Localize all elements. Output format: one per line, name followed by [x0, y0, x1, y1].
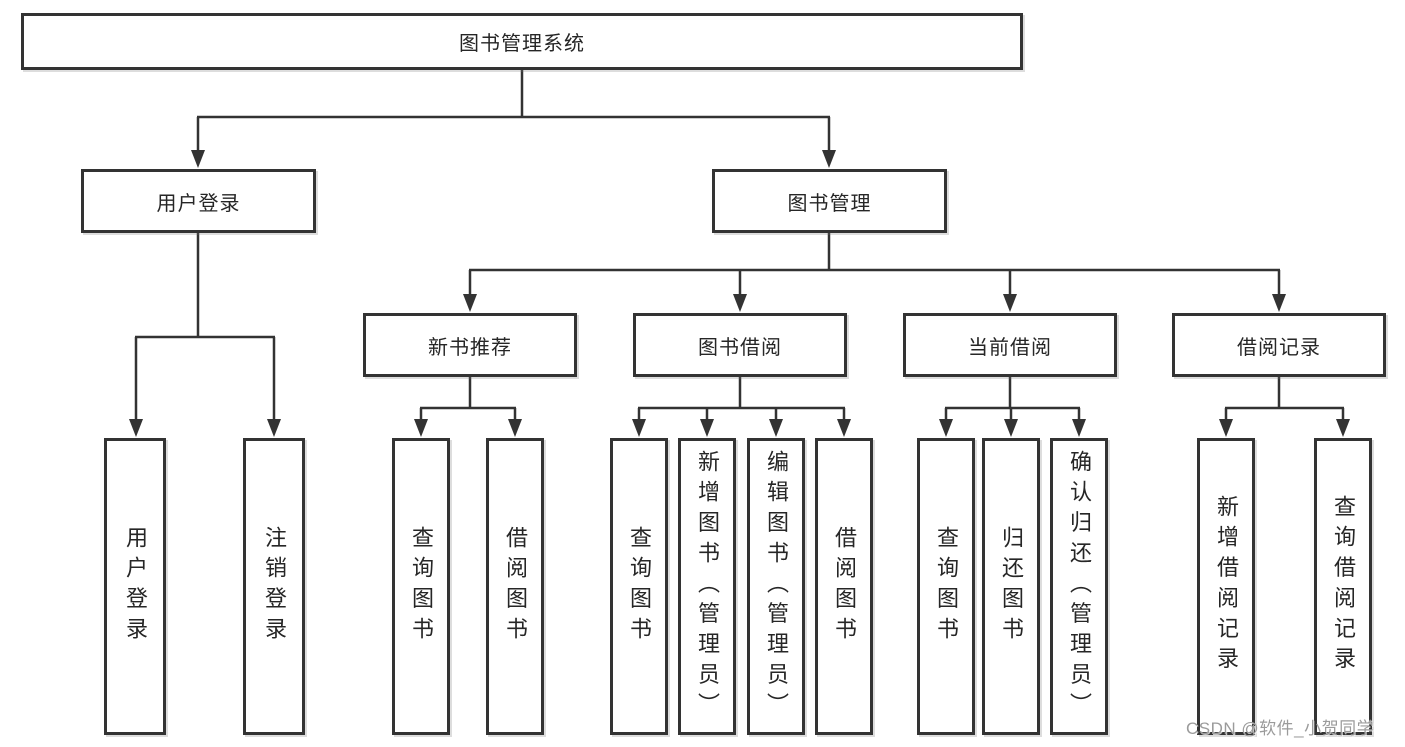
leaf-borrow-books-recommend: 借阅图书 — [486, 438, 544, 735]
leaf-edit-books-admin-label: 编辑图书（管理员） — [764, 449, 789, 724]
node-book-borrow-label: 图书借阅 — [698, 336, 782, 359]
leaf-query-books-recommend: 查询图书 — [392, 438, 450, 735]
node-current-borrow-label: 当前借阅 — [968, 336, 1052, 359]
node-book-management: 图书管理 — [712, 169, 947, 233]
leaf-logout: 注销登录 — [243, 438, 305, 735]
leaf-borrow-books-label: 借阅图书 — [832, 525, 857, 648]
leaf-query-books-borrow: 查询图书 — [610, 438, 668, 735]
node-book-borrow: 图书借阅 — [633, 313, 847, 377]
leaf-add-books-admin: 新增图书（管理员） — [678, 438, 736, 735]
node-user-login: 用户登录 — [81, 169, 316, 233]
leaf-add-borrow-record-label: 新增借阅记录 — [1214, 495, 1239, 678]
leaf-add-books-admin-label: 新增图书（管理员） — [695, 449, 720, 724]
node-new-book-recommend-label: 新书推荐 — [428, 336, 512, 359]
leaf-return-books-label: 归还图书 — [999, 525, 1024, 648]
leaf-add-borrow-record: 新增借阅记录 — [1197, 438, 1255, 735]
leaf-confirm-return-admin: 确认归还（管理员） — [1050, 438, 1108, 735]
node-new-book-recommend: 新书推荐 — [363, 313, 577, 377]
leaf-user-login: 用户登录 — [104, 438, 166, 735]
leaf-query-books-recommend-label: 查询图书 — [409, 525, 434, 648]
node-borrow-records-label: 借阅记录 — [1237, 336, 1321, 359]
leaf-borrow-books: 借阅图书 — [815, 438, 873, 735]
node-current-borrow: 当前借阅 — [903, 313, 1117, 377]
leaf-confirm-return-admin-label: 确认归还（管理员） — [1067, 449, 1092, 724]
node-book-management-label: 图书管理 — [787, 192, 872, 215]
leaf-edit-books-admin: 编辑图书（管理员） — [747, 438, 805, 735]
node-borrow-records: 借阅记录 — [1172, 313, 1386, 377]
leaf-user-login-label: 用户登录 — [123, 525, 148, 648]
leaf-query-borrow-record: 查询借阅记录 — [1314, 438, 1372, 735]
node-root-label: 图书管理系统 — [459, 33, 585, 55]
leaf-return-books: 归还图书 — [982, 438, 1040, 735]
leaf-query-books-current-label: 查询图书 — [934, 525, 959, 648]
leaf-query-borrow-record-label: 查询借阅记录 — [1331, 495, 1356, 678]
leaf-borrow-books-recommend-label: 借阅图书 — [503, 525, 528, 648]
leaf-query-books-current: 查询图书 — [917, 438, 975, 735]
node-root: 图书管理系统 — [21, 13, 1023, 70]
leaf-query-books-borrow-label: 查询图书 — [627, 525, 652, 648]
node-user-login-label: 用户登录 — [156, 192, 241, 215]
csdn-watermark: CSDN @软件_小贺同学 — [1186, 719, 1375, 738]
leaf-logout-label: 注销登录 — [262, 525, 287, 648]
